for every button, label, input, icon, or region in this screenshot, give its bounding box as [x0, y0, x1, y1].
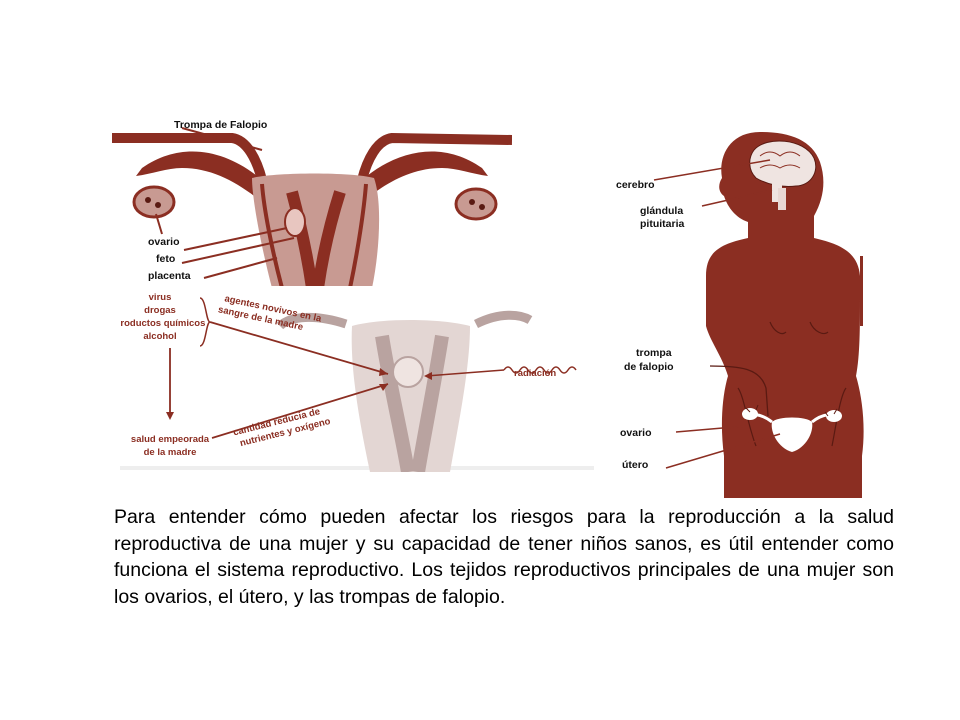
label-cerebro: cerebro: [616, 179, 655, 191]
risk-drogas: drogas: [144, 305, 176, 316]
risk-productos-quimicos: productos químicos: [120, 318, 205, 329]
faded-fetus: [392, 356, 424, 388]
ovary-right-body: [826, 410, 842, 422]
label-de-falopio: de falopio: [624, 361, 674, 373]
label-ovario-body: ovario: [620, 427, 652, 439]
body-diagram: cerebro glándula pituitaria trompa de fa…: [616, 132, 864, 498]
label-feto: feto: [156, 253, 175, 265]
label-trompa: trompa: [636, 347, 672, 359]
uterus-diagram: Trompa de Falopio ovario feto placenta: [112, 119, 512, 288]
label-glandula: glándula: [640, 205, 683, 217]
radiation-wave: [503, 366, 577, 374]
fallopian-tube-left: [136, 151, 262, 202]
fallopian-tube-right: [362, 151, 488, 202]
body-silhouette: [706, 132, 864, 498]
ovary-left: [132, 185, 176, 219]
ovary-left-body: [742, 408, 758, 420]
risks-diagram: virus drogas productos químicos alcohol …: [120, 286, 594, 472]
fetus: [284, 207, 306, 237]
risk-factors-list: virus drogas productos químicos alcohol: [120, 292, 205, 342]
label-utero: útero: [622, 459, 648, 471]
pituitary: [772, 180, 782, 202]
label-pituitaria: pituitaria: [640, 218, 684, 230]
label-radiacion: radiación: [514, 368, 556, 379]
explanatory-paragraph: Para entender cómo pueden afectar los ri…: [114, 506, 894, 608]
uterus-body: [252, 173, 380, 288]
label-trompa-de-falopio: Trompa de Falopio: [174, 119, 267, 131]
risk-virus: virus: [149, 292, 172, 303]
label-salud-line1: salud empeorada: [131, 434, 210, 445]
label-ovario: ovario: [148, 236, 180, 248]
label-placenta: placenta: [148, 270, 191, 282]
label-salud-line2: de la madre: [144, 447, 197, 458]
risk-alcohol: alcohol: [143, 331, 176, 342]
uterus: [771, 417, 813, 452]
ovary-right: [454, 187, 498, 221]
